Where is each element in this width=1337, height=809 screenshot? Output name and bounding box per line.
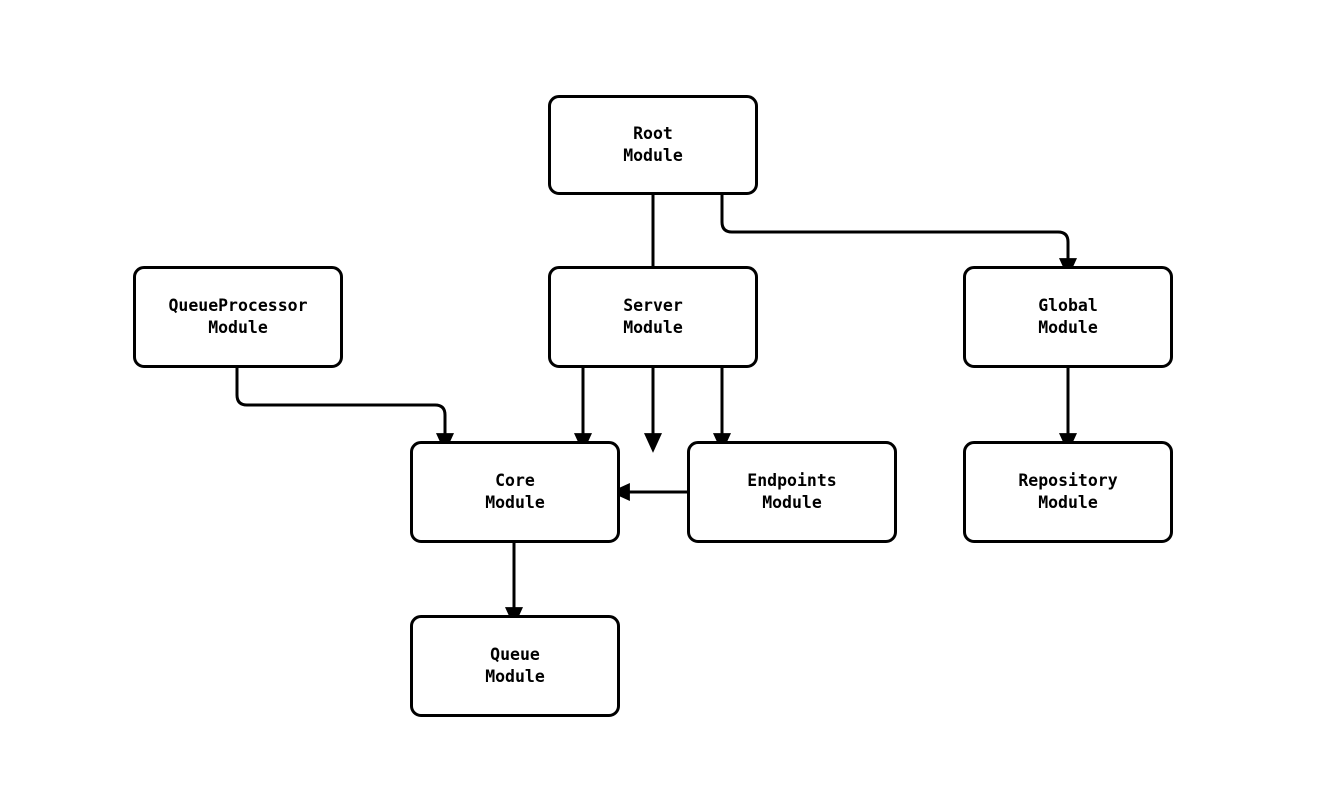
node-label-suffix: Module [762, 493, 822, 512]
node-label-suffix: Module [623, 146, 683, 165]
node-label-name: Global [1038, 296, 1098, 315]
node-label-name: Core [495, 471, 535, 490]
node-label-name: Root [633, 124, 673, 143]
edge-root-global [720, 195, 1077, 278]
node-label-suffix: Module [1038, 493, 1098, 512]
node-label-name: Server [623, 296, 683, 315]
node-label-suffix: Module [485, 493, 545, 512]
node-label-suffix: Module [1038, 318, 1098, 337]
node-label-name: Queue [490, 645, 540, 664]
node-label-name: QueueProcessor [168, 296, 308, 315]
edge-queueprocessor-core [235, 368, 454, 453]
node-label-name: Endpoints [747, 471, 837, 490]
node-label-name: Repository [1018, 471, 1118, 490]
node-label-suffix: Module [208, 318, 268, 337]
edges-group [235, 195, 1077, 627]
node-label-suffix: Module [485, 667, 545, 686]
node-label-suffix: Module [623, 318, 683, 337]
